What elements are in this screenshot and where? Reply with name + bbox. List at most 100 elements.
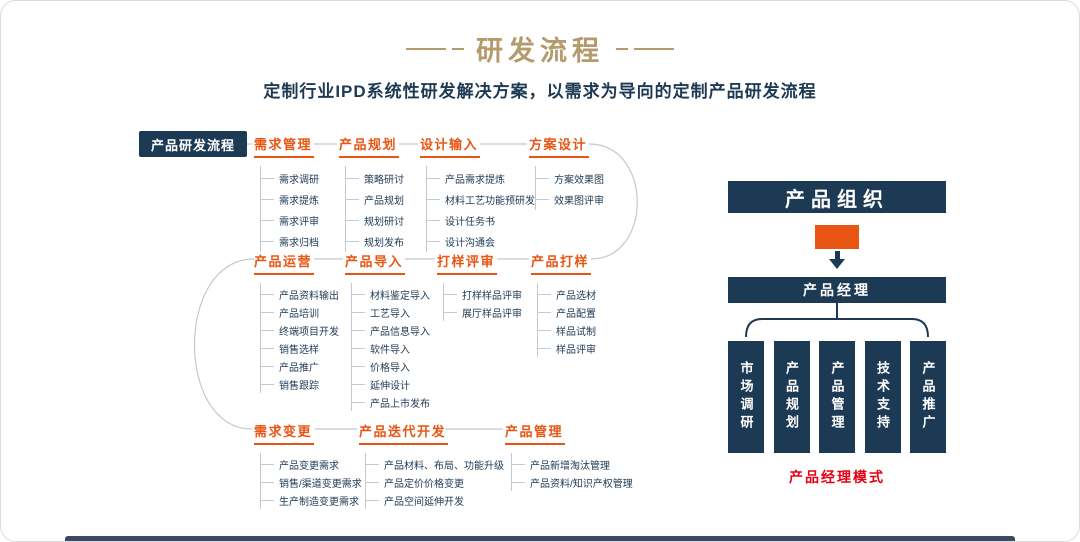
flow-step: 销售选样: [261, 339, 339, 357]
flow-step: 价格导入: [352, 357, 430, 375]
stage-title: 方案设计: [529, 134, 590, 158]
flow-step-label: 产品需求提炼: [445, 175, 505, 186]
flow-step-label: 需求评审: [279, 217, 319, 228]
flow-step: 需求评审: [261, 210, 319, 231]
flow-step: 延伸设计: [352, 375, 430, 393]
flow-step: 产品资料输出: [261, 285, 339, 303]
flow-step: 材料工艺功能预研发: [427, 189, 535, 210]
flow-step-label: 产品推广: [279, 362, 319, 374]
org-header: 产品组织: [728, 181, 946, 213]
stage-solution-design: 方案设计方案效果图效果图评审: [529, 134, 604, 210]
flow-step-label: 工艺导入: [370, 308, 410, 320]
item-tick: [352, 401, 365, 403]
page-header: 研发流程: [1, 29, 1079, 68]
item-tick: [536, 178, 549, 179]
down-arrow-icon: [829, 251, 845, 269]
flow-step: 材料鉴定导入: [352, 285, 430, 303]
item-tick: [346, 178, 359, 179]
flow-step: 需求调研: [261, 168, 319, 189]
flow-step-label: 规划发布: [364, 238, 404, 249]
item-tick: [427, 241, 440, 242]
flow-step-label: 样品评审: [556, 344, 596, 356]
stage-title: 产品运营: [254, 251, 315, 275]
item-tick: [512, 481, 525, 483]
flow-step: 产品配置: [538, 303, 596, 321]
flow-step: 销售/渠道变更需求: [261, 473, 362, 491]
flow-step: 终端项目开发: [261, 321, 339, 339]
flow-step-label: 生产制造变更需求: [279, 496, 359, 508]
org-chart: 产品组织 产品经理 市场调研 产品规划 产品管理 技术支持 产品推广 产品经理模…: [728, 181, 946, 487]
arrow-stem: [834, 251, 840, 259]
flow-step: 产品信息导入: [352, 321, 430, 339]
stage-title: 需求管理: [254, 134, 315, 158]
flow-step: 打样样品评审: [444, 285, 522, 303]
org-caption: 产品经理模式: [789, 469, 885, 485]
stage-item-list: 方案效果图效果图评审: [535, 166, 604, 210]
flow-step-label: 策略研讨: [364, 175, 404, 186]
flow-step: 产品选材: [538, 285, 596, 303]
flow-step: 产品资料/知识产权管理: [512, 473, 633, 491]
org-dept-product-planning: 产品规划: [773, 341, 810, 453]
item-tick: [538, 329, 551, 331]
flow-step: 需求提炼: [261, 189, 319, 210]
flow-step: 需求归档: [261, 231, 319, 252]
item-tick: [261, 383, 274, 385]
stage-item-list: 打样样品评审展厅样品评审: [443, 283, 522, 321]
org-manager: 产品经理: [728, 277, 946, 303]
stage-item-list: 产品需求提炼材料工艺功能预研发设计任务书设计沟通会: [426, 166, 535, 252]
flow-step-label: 产品选材: [556, 290, 596, 302]
flow-step-label: 设计沟通会: [445, 238, 495, 249]
stage-title: 产品导入: [345, 251, 406, 275]
flow-step-label: 样品试制: [556, 326, 596, 338]
stage-title: 打样评审: [437, 251, 498, 275]
flow-step-label: 产品空间延伸开发: [384, 496, 464, 508]
flow-step-label: 产品材料、布局、功能升级: [384, 460, 504, 472]
flow-step-label: 规划研讨: [364, 217, 404, 228]
item-tick: [346, 220, 359, 221]
item-tick: [427, 199, 440, 200]
item-tick: [261, 329, 274, 331]
flow-step-label: 产品变更需求: [279, 460, 339, 472]
item-tick: [261, 220, 274, 221]
connector-curve-left: [194, 258, 255, 430]
stage-item-list: 产品变更需求销售/渠道变更需求生产制造变更需求: [260, 453, 362, 509]
flow-step-label: 效果图评审: [554, 196, 604, 207]
item-tick: [352, 347, 365, 349]
flow-step: 效果图评审: [536, 189, 604, 210]
stage-title: 产品管理: [505, 421, 566, 445]
flow-step-label: 设计任务书: [445, 217, 495, 228]
connector-curve-right: [588, 143, 638, 260]
item-tick: [352, 293, 365, 295]
item-tick: [538, 347, 551, 349]
flow-step: 设计沟通会: [427, 231, 535, 252]
org-connector-node: [815, 225, 859, 249]
item-tick: [261, 178, 274, 179]
bracket-curve: [745, 318, 929, 338]
stage-item-list: 材料鉴定导入工艺导入产品信息导入软件导入价格导入延伸设计产品上市发布: [351, 283, 430, 411]
flow-step: 软件导入: [352, 339, 430, 357]
stage-item-list: 策略研讨产品规划规划研讨规划发布: [345, 166, 404, 252]
item-tick: [444, 293, 457, 295]
stage-title: 需求变更: [254, 421, 315, 445]
org-dept-market-research: 市场调研: [728, 341, 764, 453]
flow-step-label: 材料工艺功能预研发: [445, 196, 535, 207]
flow-step-label: 销售/渠道变更需求: [279, 478, 362, 490]
flow-step-label: 方案效果图: [554, 175, 604, 186]
item-tick: [444, 311, 457, 313]
flow-step: 样品评审: [538, 339, 596, 357]
stage-requirement-change: 需求变更产品变更需求销售/渠道变更需求生产制造变更需求: [254, 421, 362, 509]
item-tick: [538, 293, 551, 295]
flow-step-label: 产品规划: [364, 196, 404, 207]
stage-product-sampling: 产品打样产品选材产品配置样品试制样品评审: [531, 251, 596, 357]
org-bracket: [745, 303, 929, 338]
flow-step: 规划研讨: [346, 210, 404, 231]
stage-product-operation: 产品运营产品资料输出产品培训终端项目开发销售选样产品推广销售跟踪: [254, 251, 339, 393]
flow-step-label: 需求提炼: [279, 196, 319, 207]
stage-design-input: 设计输入产品需求提炼材料工艺功能预研发设计任务书设计沟通会: [420, 134, 535, 252]
flow-root-label: 产品研发流程: [139, 131, 247, 157]
flow-step-label: 材料鉴定导入: [370, 290, 430, 302]
stage-item-list: 产品选材产品配置样品试制样品评审: [537, 283, 596, 357]
item-tick: [536, 199, 549, 200]
flow-step: 规划发布: [346, 231, 404, 252]
